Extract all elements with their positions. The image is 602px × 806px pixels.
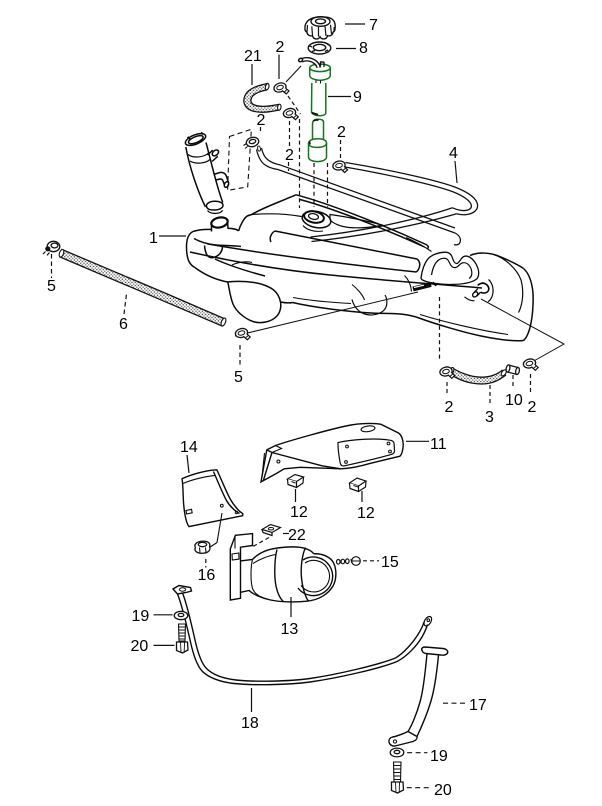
svg-text:16: 16 [198,567,216,584]
svg-text:20: 20 [434,782,452,799]
svg-text:7: 7 [369,17,378,34]
svg-text:17: 17 [469,697,487,714]
svg-text:2: 2 [276,39,285,56]
svg-text:19: 19 [132,608,150,625]
svg-text:6: 6 [119,316,128,333]
svg-text:21: 21 [244,48,262,65]
svg-text:18: 18 [241,715,259,732]
svg-text:10: 10 [505,392,523,409]
svg-text:9: 9 [353,89,362,106]
svg-text:2: 2 [528,399,537,416]
svg-text:2: 2 [285,147,294,164]
svg-text:13: 13 [281,621,299,638]
svg-text:14: 14 [180,439,198,456]
svg-text:20: 20 [131,638,149,655]
svg-text:3: 3 [485,409,494,426]
svg-text:4: 4 [449,145,458,162]
svg-text:5: 5 [47,278,56,295]
svg-text:22: 22 [288,527,306,544]
svg-text:19: 19 [430,748,448,765]
svg-text:2: 2 [257,112,266,129]
svg-text:5: 5 [234,369,243,386]
svg-text:2: 2 [445,399,454,416]
svg-text:15: 15 [381,554,399,571]
svg-text:12: 12 [357,505,375,522]
svg-text:12: 12 [290,504,308,521]
svg-text:1: 1 [149,230,158,247]
svg-text:11: 11 [430,436,447,453]
svg-text:8: 8 [359,40,368,57]
svg-text:2: 2 [337,124,346,141]
